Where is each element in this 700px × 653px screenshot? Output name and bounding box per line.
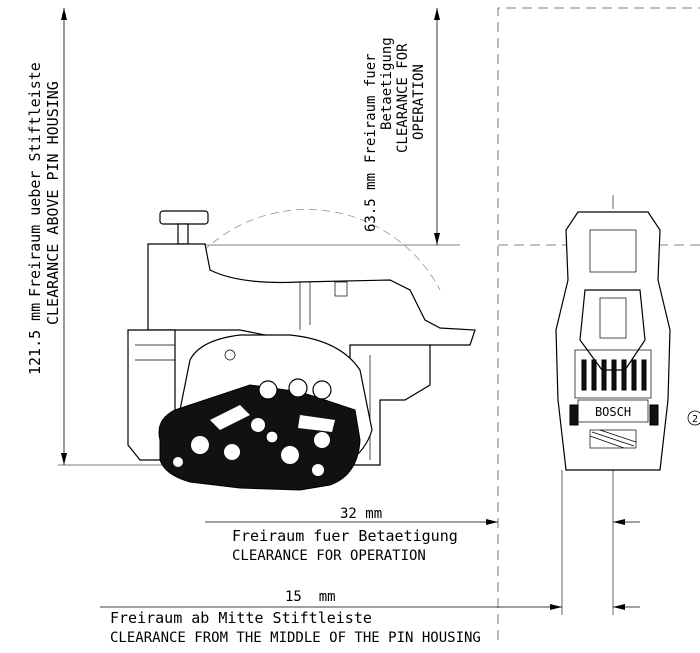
dim-121-label-en: CLEARANCE ABOVE PIN HOUSING [44,81,62,325]
dim-63-value: 63.5 mm [363,173,379,232]
dim-121-group: 121.5 mm Freiraum ueber Stiftleiste [26,62,44,375]
dim-63-label-en-2: OPERATION [411,64,427,140]
callout-marker: 2 [687,410,700,426]
dim-32-label-en: CLEARANCE FOR OPERATION [232,548,426,564]
dim-63-label-de-2: Betaetigung [379,37,395,130]
connector-side-view [127,209,476,491]
dim-15-label-de: Freiraum ab Mitte Stiftleiste [110,609,372,627]
dim-32-value: 32 mm [340,506,382,522]
dim-121-label-de: Freiraum ueber Stiftleiste [26,62,44,297]
lower-mechanism [158,384,361,491]
connector-front-view [555,211,671,471]
dim-63-label-de-1: Freiraum fuer [363,53,379,163]
dim-63-label-en-1: CLEARANCE FOR [395,43,411,153]
brand-label: BOSCH [595,405,631,419]
dim-32-label-de: Freiraum fuer Betaetigung [232,527,458,545]
callout-number: 2 [692,414,698,425]
dimension-lines [58,7,700,640]
contact-pins [581,359,647,391]
dim-15-label-en: CLEARANCE FROM THE MIDDLE OF THE PIN HOU… [110,630,481,646]
dim-121-value: 121.5 mm [26,303,44,375]
dim-15-value: 15 mm [285,589,336,605]
